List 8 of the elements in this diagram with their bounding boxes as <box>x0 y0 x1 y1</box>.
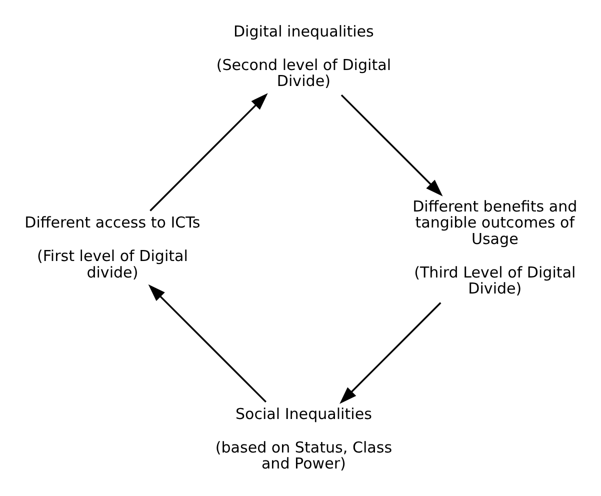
arrow <box>340 302 442 404</box>
arrow <box>340 94 443 196</box>
node-text: Different benefits and tangible outcomes of Usage (Third Level of Digital Divide) <box>412 196 578 298</box>
arrow <box>150 92 268 211</box>
node-text: Social Inequalities (based on Status, Class and Power) <box>215 404 392 472</box>
node-text: Digital inequalities (Second level of Digital Divide) <box>216 22 392 90</box>
node-text: Different access to ICTs (First level of Digital divide) <box>24 213 200 281</box>
arrow <box>148 284 267 402</box>
